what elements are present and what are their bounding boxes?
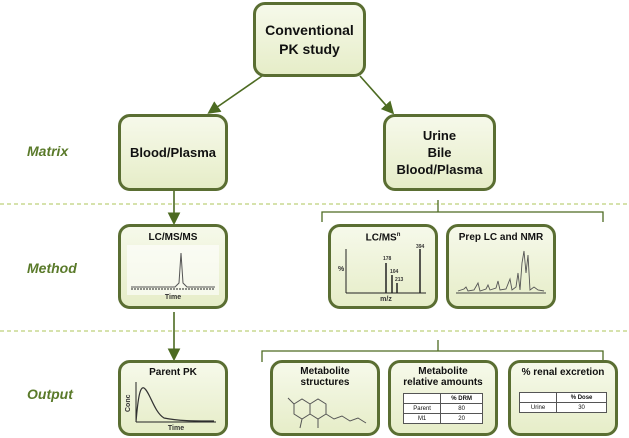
arrow-top-to-right xyxy=(359,75,395,115)
peak-label-213: 213 xyxy=(395,277,404,283)
lcmsn-title-text: LC/MS xyxy=(365,232,397,244)
method-lcmsms-box: LC/MS/MS Time xyxy=(118,224,228,309)
top-box-line2: PK study xyxy=(279,40,340,57)
table-cell: Urine xyxy=(518,402,558,413)
table-row: Parent 80 xyxy=(402,403,483,414)
table-cell: 20 xyxy=(440,413,483,424)
brace-output xyxy=(261,340,604,362)
lcmsn-ylabel: % xyxy=(338,266,345,273)
output-structures-box: Metabolite structures xyxy=(270,360,380,436)
output-parent-pk-box: Parent PK Conc Time xyxy=(118,360,228,436)
parent-pk-title: Parent PK xyxy=(149,367,197,378)
lcmsms-title: LC/MS/MS xyxy=(148,232,198,243)
table-cell: Parent xyxy=(402,403,442,414)
matrix-urine-bile-plasma-box: Urine Bile Blood/Plasma xyxy=(383,114,496,191)
relative-amounts-table: % DRM Parent 80 M1 20 xyxy=(402,393,483,424)
relative-title: Metabolite relative amounts xyxy=(403,366,482,388)
lcmsn-xlabel: m/z xyxy=(380,296,392,303)
lcmsn-spectrum: % 178 104 213 394 m/z xyxy=(338,244,426,303)
renal-excretion-table: % Dose Urine 30 xyxy=(518,392,607,413)
row-label-matrix: Matrix xyxy=(27,143,69,159)
brace-method xyxy=(321,200,604,222)
method-lcmsn-box: LC/MSn % 178 104 213 394 m/z xyxy=(328,224,438,309)
matrix-right-line2: Bile xyxy=(427,145,452,160)
parent-pk-curve xyxy=(135,387,215,423)
parent-pk-xlabel: Time xyxy=(168,425,184,432)
row-label-output: Output xyxy=(27,386,73,402)
nmr-trace xyxy=(457,250,545,292)
renal-title: % renal excretion xyxy=(521,367,605,378)
table-header-row: % DRM xyxy=(402,393,483,404)
nmr-spectrum xyxy=(456,250,546,294)
structures-title: Metabolite structures xyxy=(300,366,349,388)
output-relative-amounts-box: Metabolite relative amounts % DRM Parent… xyxy=(388,360,498,436)
lcmsms-trace xyxy=(131,252,215,288)
peak-label-104: 104 xyxy=(390,269,399,275)
relative-line1: Metabolite xyxy=(418,366,468,377)
table-header-cell xyxy=(402,393,442,404)
table-cell: M1 xyxy=(402,413,442,424)
matrix-blood-plasma-box: Blood/Plasma xyxy=(118,114,228,191)
peak-label-394: 394 xyxy=(416,244,425,250)
output-renal-excretion-box: % renal excretion % Dose Urine 30 xyxy=(508,360,618,436)
method-prep-lc-nmr-box: Prep LC and NMR xyxy=(446,224,556,309)
matrix-right-line3: Blood/Plasma xyxy=(396,162,483,177)
structures-line2: structures xyxy=(300,377,350,388)
prep-title: Prep LC and NMR xyxy=(458,232,544,243)
arrow-top-to-left xyxy=(207,75,263,114)
structures-line1: Metabolite xyxy=(300,366,350,377)
table-row: M1 20 xyxy=(402,413,483,424)
relative-line2: relative amounts xyxy=(403,377,483,388)
lcmsms-xlabel: Time xyxy=(165,294,181,301)
table-header-cell xyxy=(518,392,558,403)
lcmsms-chromatogram: Time xyxy=(127,245,219,301)
parent-pk-ylabel: Conc xyxy=(125,394,132,412)
row-label-method: Method xyxy=(27,260,77,276)
molecule-structure-drawing xyxy=(287,397,367,429)
conventional-pk-study-box: Conventional PK study xyxy=(253,2,366,77)
top-box-line1: Conventional xyxy=(265,21,354,38)
table-header-cell: % DRM xyxy=(440,393,483,404)
table-header-cell: % Dose xyxy=(556,392,607,403)
lcmsn-title: LC/MSn xyxy=(366,232,401,243)
parent-pk-curve-chart: Conc Time xyxy=(125,382,216,432)
table-cell: 30 xyxy=(556,402,607,413)
table-cell: 80 xyxy=(440,403,483,414)
matrix-right-line1: Urine xyxy=(422,128,457,143)
lcmsn-title-sup: n xyxy=(396,232,401,238)
matrix-left-label: Blood/Plasma xyxy=(130,145,216,160)
table-header-row: % Dose xyxy=(518,392,607,403)
table-row: Urine 30 xyxy=(518,402,607,413)
peak-label-178: 178 xyxy=(383,256,392,262)
